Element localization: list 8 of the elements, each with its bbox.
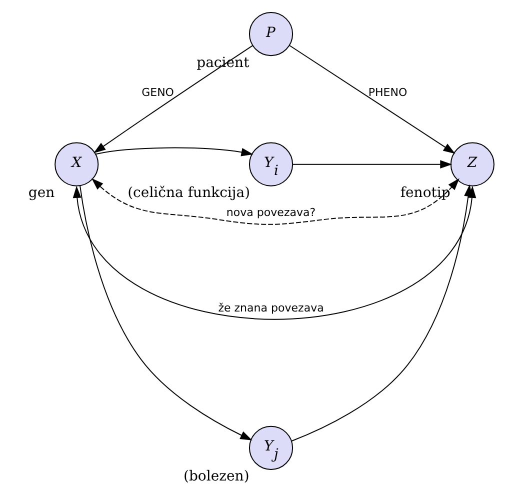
node-label: fenotip (400, 185, 450, 202)
edge-label: že znana povezava (218, 301, 324, 314)
edge-label: PHENO (368, 86, 408, 99)
edge-label: nova povezava? (226, 206, 316, 220)
node-label: (bolezen) (183, 468, 250, 485)
node-label: (celična funkcija) (128, 185, 250, 202)
node-label: gen (28, 185, 55, 202)
edge-label: GENO (142, 86, 174, 99)
